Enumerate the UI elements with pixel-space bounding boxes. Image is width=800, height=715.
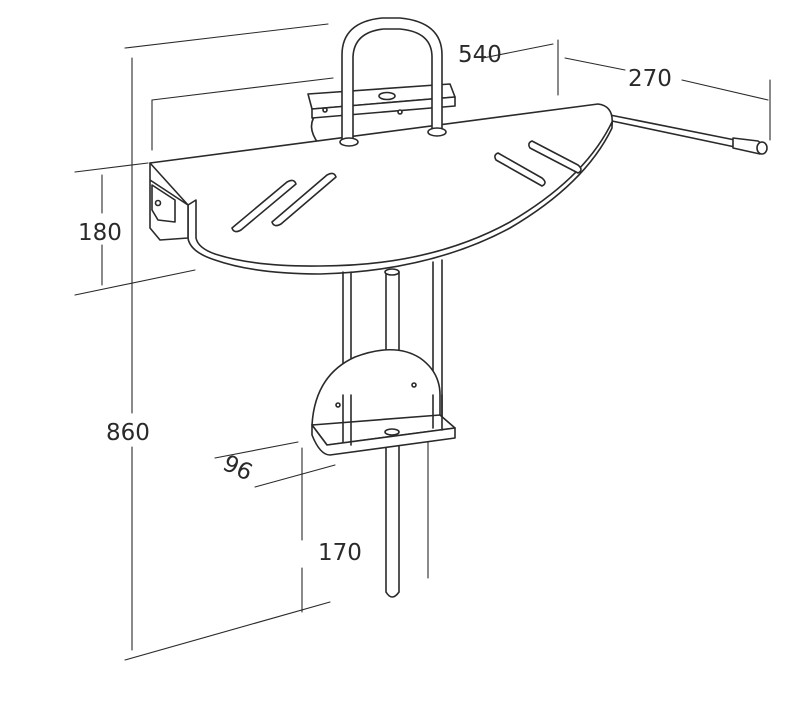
seat-plate [149, 103, 614, 275]
dimension-label-depth: 270 [628, 66, 672, 92]
dimension-label-leg-height: 170 [318, 540, 362, 566]
u-handle [339, 17, 447, 147]
dimension-label-seat: 180 [78, 220, 122, 246]
dimension-label-width: 540 [458, 42, 502, 68]
dimension-lines [74, 23, 771, 661]
handle-rod [609, 114, 768, 155]
dimension-label-height: 860 [106, 420, 150, 446]
leg-assembly [311, 259, 456, 598]
